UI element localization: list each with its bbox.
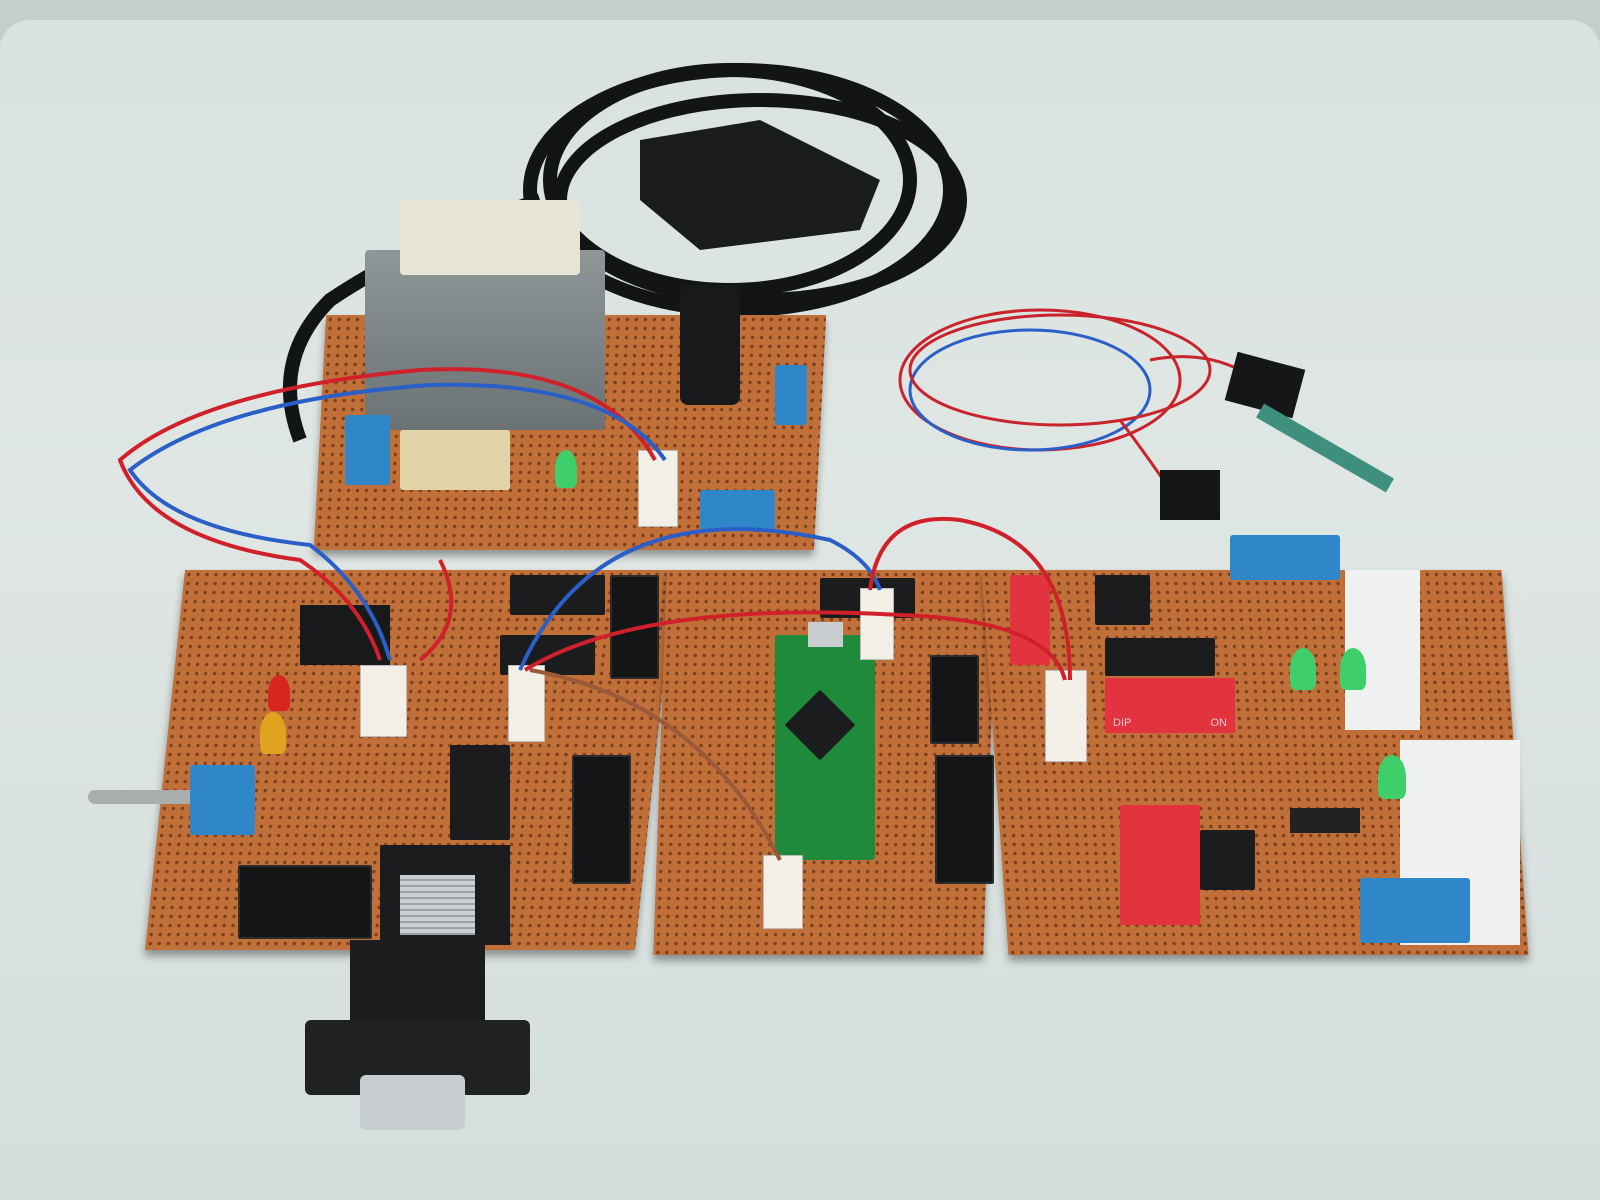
transformer bbox=[365, 250, 605, 430]
dip-switch bbox=[1010, 575, 1050, 665]
ic-chip bbox=[510, 575, 605, 615]
led-yellow bbox=[260, 712, 286, 754]
ic-chip bbox=[1105, 638, 1215, 676]
connector-white bbox=[508, 665, 545, 742]
usb-port bbox=[808, 622, 843, 647]
led-green bbox=[1290, 648, 1316, 690]
ic-chip bbox=[1200, 830, 1255, 890]
ic-chip bbox=[450, 745, 510, 840]
terminal-block bbox=[775, 365, 807, 425]
led-green bbox=[555, 450, 577, 488]
connector-white bbox=[638, 450, 678, 527]
header bbox=[300, 605, 390, 665]
terminal-block bbox=[700, 490, 775, 530]
header bbox=[930, 655, 979, 744]
db9-metal bbox=[360, 1075, 465, 1130]
terminal-block bbox=[345, 415, 390, 485]
fuse-holder bbox=[400, 430, 510, 490]
toggle-switch bbox=[190, 765, 255, 835]
power-plug bbox=[640, 120, 880, 250]
dip-on-label: ON bbox=[1210, 717, 1228, 729]
capacitor bbox=[680, 285, 740, 405]
ic-chip bbox=[1095, 575, 1150, 625]
toggle-switch-lever bbox=[88, 790, 198, 804]
loose-wires bbox=[898, 308, 1241, 491]
connector-white bbox=[360, 665, 407, 737]
ribbon-cable bbox=[400, 875, 475, 935]
ic-socket bbox=[935, 755, 994, 884]
dip-switch bbox=[1120, 805, 1200, 925]
led-green bbox=[1340, 648, 1366, 690]
idc-header bbox=[238, 865, 372, 939]
voltage-regulator bbox=[1290, 808, 1360, 833]
ic-socket bbox=[610, 575, 659, 679]
transformer-label bbox=[400, 200, 580, 275]
led-green bbox=[1378, 755, 1406, 799]
ic-socket bbox=[572, 755, 631, 884]
terminal-block bbox=[1360, 878, 1470, 943]
led-red bbox=[268, 675, 290, 711]
terminal-block bbox=[1230, 535, 1340, 580]
dip-switch: DIP ON bbox=[1105, 678, 1235, 733]
connector-white bbox=[860, 588, 894, 660]
connector-white bbox=[763, 855, 803, 929]
connector-white bbox=[1045, 670, 1087, 762]
small-connector bbox=[1160, 470, 1220, 520]
dip-label: DIP bbox=[1113, 717, 1132, 729]
